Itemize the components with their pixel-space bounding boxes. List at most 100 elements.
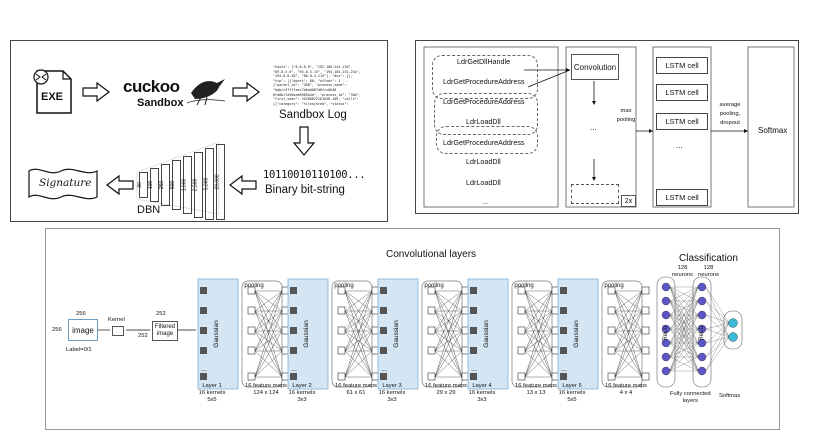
dbn-layer: 1,000 [181,156,192,214]
dbn-layer: 250 [159,164,170,206]
softmax-group [723,310,743,350]
kernel-label: Kernel [108,317,125,323]
pool-node [607,372,616,381]
connection [344,290,373,312]
max-pooling-label: max pooling [616,108,636,123]
feature-map-caption: 4 x 4 [620,390,633,396]
connection [524,290,553,378]
fc-neuron [697,366,707,376]
image-size-left: 256 [52,327,62,333]
kernel-box [112,326,124,336]
lstm-dots: ... [676,141,683,150]
arrow-cuckoo-to-log [232,81,260,103]
pool-out-node [641,326,650,335]
exe-file-icon [33,69,72,114]
dbn-label: DBN [137,204,161,216]
feature-map-caption: 124 x 124 [253,390,279,396]
connection [344,350,373,378]
pool-node [517,346,526,355]
log-line: [{"category": "filesystem", "status": [273,101,349,106]
softmax-neuron [728,332,738,342]
layer-caption: 16 kernels [469,390,496,396]
cuckoo-brand: cuckoo [123,77,180,96]
connection [344,290,373,332]
dots: ... [291,366,297,373]
fc-connection [705,328,730,338]
feature-map-caption: 16 feature maps [605,383,647,389]
connection [254,330,283,352]
pooling-label: pooling [334,283,353,289]
connection [524,310,553,378]
pool-node [517,306,526,315]
connection [524,350,553,378]
pool-node [337,306,346,315]
softmax-neuron [728,318,738,328]
log-line: "194.8.8.48", "80.8.4.115"], "dns": [], [273,74,353,79]
fc-neuron [697,310,707,320]
connection [434,290,463,332]
image-size-top: 256 [76,311,86,317]
fc-connection [669,314,699,372]
connection [524,330,553,378]
pool-node [337,286,346,295]
connection [434,290,463,352]
lstm-panel: LdrGetDllHandle LdrGetProcedureAddress L… [415,40,799,214]
pool-out-node [641,372,650,381]
pool-out-node [641,346,650,355]
gaussian-label: Gaussian [573,320,580,348]
fc-connection [669,356,699,372]
log-line: "first_seen": 20200822161038.109, "calls… [273,97,359,102]
fc-connection [669,328,699,372]
fc-connection [705,336,730,372]
feature-node [560,347,567,354]
filtered-size-top: 252 [156,311,166,317]
log-line: "bqb/c3fff7aac?b8dd887d8fcc6b48 [273,87,337,92]
connection [344,330,373,352]
relu-label: ReLU [663,325,669,340]
connection [434,330,463,352]
layer-caption: 3x3 [477,397,486,403]
feature-map-caption: 61 x 61 [346,390,365,396]
pool-node [247,306,256,315]
feature-map-caption: 29 x 29 [436,390,455,396]
feature-node [290,307,297,314]
pipeline-panel: EXE cuckoo Sandbox "hosts": ["8.8.8.8", … [10,40,388,222]
fc-connection [705,286,730,324]
pool-node [517,326,526,335]
pooling-label: pooling [514,283,533,289]
pool-node [517,372,526,381]
connection [254,310,283,378]
pool-out-node [641,306,650,315]
conv-dots: ... [590,123,597,132]
feature-node [470,287,477,294]
fc-neuron [661,282,671,292]
arrow-log-to-bits [292,126,316,156]
connection [434,290,463,378]
feature-node [470,373,477,380]
layer-caption: 5x5 [207,397,216,403]
pool-node [607,346,616,355]
pool-node [427,326,436,335]
fc-neuron [697,282,707,292]
pool-out-node [641,286,650,295]
pooling-label: pooling [604,283,623,289]
pool-node [427,346,436,355]
connection [254,290,283,332]
connection [344,330,373,378]
bitstring: 10110010110100... [263,169,366,181]
cuckoo-sub: Sandbox [137,97,184,109]
connection [614,310,643,378]
api-call: LdrLoadDll [466,178,501,187]
fc-group [656,276,676,388]
connection [614,290,643,352]
pool-node [247,346,256,355]
pool-node [247,372,256,381]
api-call: LdrLoadDll [466,157,501,166]
log-line: 6fa8b17a95bae8985b4d", "process_id": "30… [273,92,361,97]
layer-caption: 16 kernels [379,390,406,396]
filtered-size-left: 252 [138,333,148,339]
exe-label: EXE [41,91,64,103]
conv-output-box [571,184,619,204]
connection [524,290,553,332]
fc-connection [669,286,699,344]
